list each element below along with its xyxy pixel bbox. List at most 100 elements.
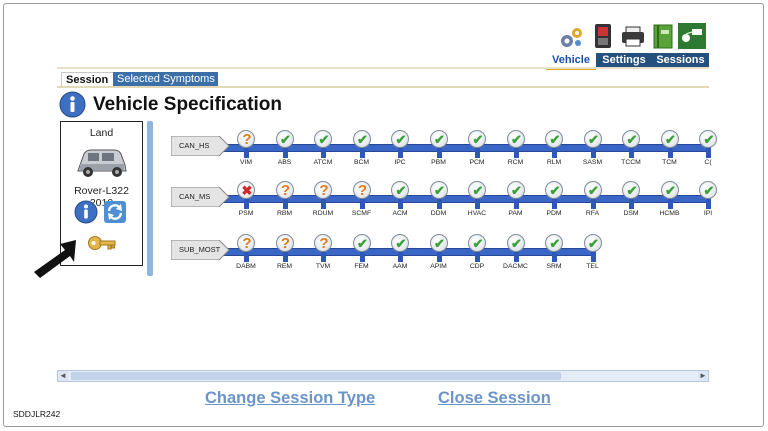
status-ok-icon: ✔ <box>660 181 679 199</box>
ecu-node[interactable]: ✔C( <box>693 130 723 170</box>
bus-row-can-hs: CAN_HS ?VIM✔ABS✔ATCM✔BCM✔IPC✔PBM✔PCM✔RCM… <box>157 130 717 174</box>
tab-settings[interactable]: Settings <box>596 53 652 68</box>
ecu-node-connector <box>244 147 249 158</box>
ecu-node-label: DABM <box>236 263 256 270</box>
toolbar-ribbon <box>557 21 709 55</box>
ecu-node[interactable]: ✔BCM <box>347 130 377 170</box>
ecu-node-label: SRM <box>546 263 562 270</box>
ecu-node[interactable]: ✔HVAC <box>462 181 492 221</box>
status-fault-icon: ✖ <box>237 181 255 199</box>
ecu-node[interactable]: ✔PDM <box>539 181 569 221</box>
ecu-node-connector <box>552 198 557 209</box>
bus-line <box>217 144 709 152</box>
scroll-right-icon[interactable]: ► <box>698 371 708 381</box>
bus-label: CAN_MS <box>170 186 231 208</box>
bus-row-can-ms: CAN_MS ✖PSM?RBM?RDUM?SCMF✔ACM✔DDM✔HVAC✔P… <box>157 181 717 225</box>
ecu-node[interactable]: ?SCMF <box>347 181 377 221</box>
ecu-node[interactable]: ✔PCM <box>462 130 492 170</box>
ecu-node-connector <box>590 251 596 262</box>
ecu-node-label: RFA <box>585 210 600 217</box>
ecu-node[interactable]: ?DABM <box>231 234 261 274</box>
tab-session[interactable]: Session <box>61 72 115 87</box>
ecu-node[interactable]: ✔IPI <box>693 181 723 221</box>
status-ok-icon: ✔ <box>429 130 448 148</box>
ecu-node[interactable]: ✔PAM <box>501 181 531 221</box>
ecu-node[interactable]: ✔HCMB <box>655 181 685 221</box>
close-session-link[interactable]: Close Session <box>438 389 551 407</box>
ecu-node[interactable]: ✔SASM <box>578 130 608 170</box>
ecu-node-label: RBM <box>276 210 293 217</box>
status-ok-icon: ✔ <box>468 181 486 199</box>
info-button-icon[interactable] <box>74 200 98 224</box>
ecu-node-connector <box>436 198 442 209</box>
ecu-node-label: PBM <box>431 159 446 166</box>
ecu-node[interactable]: ✔TCCM <box>616 130 646 170</box>
status-ok-icon: ✔ <box>429 234 448 252</box>
ecu-node[interactable]: ✔ PBM <box>424 130 454 170</box>
phone-device-icon[interactable] <box>589 21 617 51</box>
status-unknown-icon: ? <box>275 181 294 199</box>
ecu-node[interactable]: ✔DACMC <box>501 234 531 274</box>
ecu-node[interactable]: ?TVM <box>308 234 338 274</box>
ecu-node-label: IPC <box>394 159 406 166</box>
ecu-node-connector <box>629 147 634 158</box>
key-icon[interactable] <box>87 234 117 252</box>
ecu-node[interactable]: ✔AAM <box>385 234 415 274</box>
refresh-icon[interactable] <box>103 200 127 224</box>
ecu-node[interactable]: ✔RCM <box>501 130 531 170</box>
ecu-node-label: RLM <box>546 159 562 166</box>
ecu-node[interactable]: ✔TEL <box>578 234 608 274</box>
network-tree-icon[interactable] <box>677 21 706 51</box>
horizontal-scrollbar[interactable]: ◄ ► <box>57 370 709 382</box>
ecu-node-connector <box>706 147 711 158</box>
status-ok-icon: ✔ <box>699 130 717 148</box>
status-ok-icon: ✔ <box>622 130 640 148</box>
ecu-node[interactable]: ✔DSM <box>616 181 646 221</box>
scroll-left-icon[interactable]: ◄ <box>58 371 68 381</box>
gear-cluster-icon[interactable] <box>557 21 585 51</box>
ecu-node[interactable]: ✔RLM <box>539 130 569 170</box>
bus-label: CAN_HS <box>170 135 231 157</box>
notebook-icon[interactable] <box>649 21 677 51</box>
ecu-node[interactable]: ✔FEM <box>347 234 377 274</box>
ecu-node-connector <box>398 147 403 158</box>
ecu-node[interactable]: ✔ATCM <box>308 130 338 170</box>
ecu-node-connector <box>359 251 365 262</box>
ecu-node[interactable]: ? RBM <box>270 181 300 221</box>
ecu-node-connector <box>629 198 634 209</box>
ecu-node-connector <box>244 198 249 209</box>
ecu-node[interactable]: ✔ACM <box>385 181 415 221</box>
scrollbar-thumb[interactable] <box>71 372 561 380</box>
status-ok-icon: ✔ <box>314 130 332 148</box>
ecu-node[interactable]: ✔ SRM <box>539 234 569 274</box>
ecu-node[interactable]: ✔RFA <box>578 181 608 221</box>
status-mark: ? <box>357 182 368 199</box>
ecu-node-label: DACMC <box>503 263 528 270</box>
tab-sessions[interactable]: Sessions <box>652 53 709 68</box>
ecu-node-label: DDM <box>430 210 447 217</box>
ecu-node[interactable]: ?VIM <box>231 130 261 170</box>
ecu-node[interactable]: ?RDUM <box>308 181 338 221</box>
status-ok-icon: ✔ <box>352 130 371 148</box>
tab-vehicle[interactable]: Vehicle <box>546 53 596 70</box>
status-mark: ✔ <box>472 236 484 251</box>
ecu-node[interactable]: ✔APIM <box>424 234 454 274</box>
ecu-node[interactable]: ?REM <box>270 234 300 274</box>
network-backbone <box>147 121 153 276</box>
vehicle-make: Land <box>89 127 114 139</box>
status-mark: ✔ <box>549 236 561 251</box>
ecu-node[interactable]: ✔CDP <box>462 234 492 274</box>
ecu-node[interactable]: ✔IPC <box>385 130 415 170</box>
ecu-node-label: ABS <box>277 159 292 166</box>
ecu-node[interactable]: ✔ABS <box>270 130 300 170</box>
ecu-node-label: PAM <box>508 210 523 217</box>
ecu-node[interactable]: ✔TCM <box>655 130 685 170</box>
ecu-node[interactable]: ✖PSM <box>231 181 261 221</box>
figure-caption: SDDJLR242 <box>13 409 61 419</box>
printer-icon[interactable] <box>619 21 647 51</box>
ecu-node[interactable]: ✔DDM <box>424 181 454 221</box>
status-mark: ✔ <box>434 236 445 251</box>
status-unknown-icon: ? <box>352 181 371 199</box>
change-session-type-link[interactable]: Change Session Type <box>205 389 376 407</box>
tab-selected-symptoms[interactable]: Selected Symptoms <box>113 72 218 86</box>
